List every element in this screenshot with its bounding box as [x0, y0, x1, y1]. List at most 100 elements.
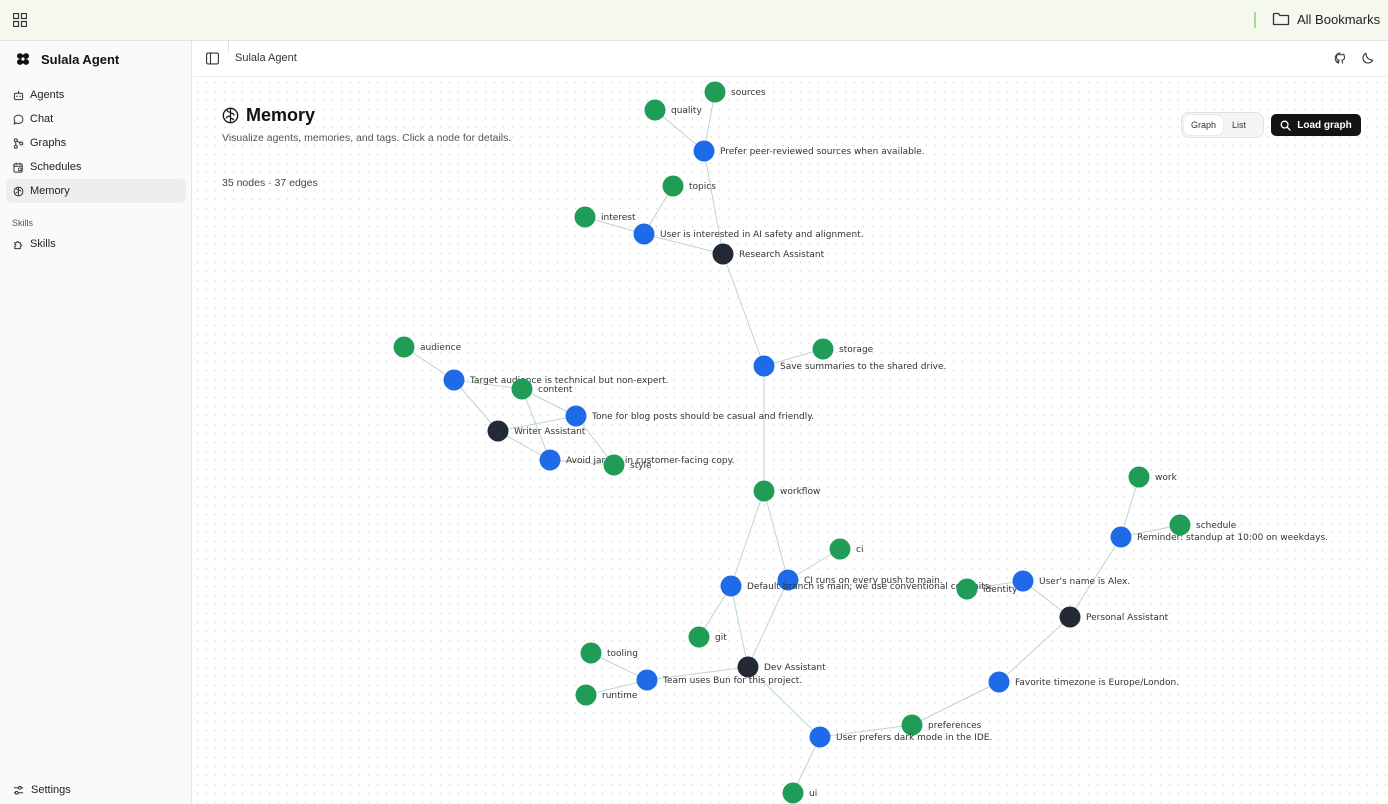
graph-node-tag[interactable]: storage [812, 338, 874, 360]
node-dot[interactable] [1110, 526, 1132, 548]
node-dot[interactable] [688, 626, 710, 648]
graph-node-tag[interactable]: work [1128, 466, 1178, 488]
sidebar-item-schedules[interactable]: Schedules [6, 155, 186, 179]
node-dot[interactable] [662, 175, 684, 197]
node-dot[interactable] [712, 243, 734, 265]
node-dot[interactable] [704, 81, 726, 103]
node-dot[interactable] [1059, 606, 1081, 628]
graph-node-tag[interactable]: style [603, 454, 653, 476]
load-graph-button[interactable]: Load graph [1271, 114, 1361, 136]
graph-node-tag[interactable]: ci [829, 538, 864, 560]
graph-node-agent[interactable]: Personal Assistant [1059, 606, 1169, 628]
page-subtitle: Visualize agents, memories, and tags. Cl… [222, 132, 512, 144]
graph-node-tag[interactable]: workflow [753, 480, 821, 502]
node-label: runtime [602, 691, 638, 701]
node-dot[interactable] [777, 569, 799, 591]
graph-node-agent[interactable]: Research Assistant [712, 243, 825, 265]
graph-node-tag[interactable]: tooling [580, 642, 638, 664]
node-dot[interactable] [956, 578, 978, 600]
graph-node-memory[interactable]: CI runs on every push to main. [777, 569, 943, 591]
sliders-icon [13, 785, 24, 795]
sidebar-item-graphs[interactable]: Graphs [6, 131, 186, 155]
graph-node-memory[interactable]: Reminder: standup at 10:00 on weekdays. [1110, 526, 1329, 548]
node-dot[interactable] [693, 140, 715, 162]
graph-node-memory[interactable]: Favorite timezone is Europe/London. [988, 671, 1180, 693]
node-dot[interactable] [539, 449, 561, 471]
graph-node-tag[interactable]: audience [393, 336, 462, 358]
graph-node-memory[interactable]: User is interested in AI safety and alig… [633, 223, 864, 245]
node-dot[interactable] [737, 656, 759, 678]
brand-name: Sulala Agent [41, 51, 120, 67]
node-dot[interactable] [812, 338, 834, 360]
graph-node-memory[interactable]: Team uses Bun for this project. [636, 669, 803, 691]
tab-list[interactable]: List [1232, 120, 1247, 130]
node-dot[interactable] [636, 669, 658, 691]
node-dot[interactable] [753, 480, 775, 502]
graph-node-tag[interactable]: git [688, 626, 728, 648]
node-label: ci [856, 545, 863, 555]
graph-canvas-background[interactable] [193, 78, 1388, 804]
node-dot[interactable] [720, 575, 742, 597]
graph-node-tag[interactable]: ui [782, 782, 818, 804]
puzzle-icon [14, 240, 22, 249]
node-dot[interactable] [1012, 570, 1034, 592]
graph-node-tag[interactable]: quality [644, 99, 703, 121]
view-toggle: Graph List [1181, 112, 1264, 138]
dark-mode-moon-icon[interactable] [1362, 52, 1375, 65]
node-dot[interactable] [829, 538, 851, 560]
graph-node-agent[interactable]: Dev Assistant [737, 656, 827, 678]
node-dot[interactable] [753, 355, 775, 377]
all-bookmarks-button[interactable]: All Bookmarks [1272, 11, 1380, 27]
node-dot[interactable] [603, 454, 625, 476]
sidebar-item-agents[interactable]: Agents [6, 83, 186, 107]
node-dot[interactable] [574, 206, 596, 228]
sidebar-item-chat[interactable]: Chat [6, 107, 186, 131]
graph-node-memory[interactable]: Save summaries to the shared drive. [753, 355, 947, 377]
graph-node-memory[interactable]: Target audience is technical but non-exp… [443, 369, 669, 391]
graph-node-memory[interactable]: Avoid jargon in customer-facing copy. [539, 449, 735, 471]
page-title: Memory [222, 105, 315, 126]
sidebar-item-settings[interactable]: Settings [13, 784, 71, 796]
graph-node-tag[interactable]: topics [662, 175, 717, 197]
sidebar-item-memory[interactable]: Memory [6, 179, 186, 203]
node-label: workflow [780, 487, 820, 497]
node-dot[interactable] [633, 223, 655, 245]
apps-grid-icon[interactable] [13, 13, 27, 27]
graph-node-memory[interactable]: Default branch is main; we use conventio… [720, 575, 993, 597]
node-dot[interactable] [644, 99, 666, 121]
node-label: User's name is Alex. [1039, 577, 1130, 587]
graph-node-tag[interactable]: content [511, 378, 573, 400]
tab-graph[interactable]: Graph [1184, 115, 1224, 135]
node-dot[interactable] [580, 642, 602, 664]
graph-icon [13, 137, 24, 149]
graph-node-agent[interactable]: Writer Assistant [487, 420, 586, 442]
node-dot[interactable] [443, 369, 465, 391]
graph-node-tag[interactable]: schedule [1169, 514, 1237, 536]
graph-node-tag[interactable]: sources [704, 81, 766, 103]
sidebar-toggle-icon[interactable] [206, 52, 219, 65]
brain-icon [13, 186, 24, 196]
node-dot[interactable] [901, 714, 923, 736]
graph-node-tag[interactable]: preferences [901, 714, 982, 736]
node-dot[interactable] [393, 336, 415, 358]
node-dot[interactable] [988, 671, 1010, 693]
node-dot[interactable] [782, 782, 804, 804]
search-icon [1280, 120, 1291, 131]
node-dot[interactable] [1169, 514, 1191, 536]
node-dot[interactable] [565, 405, 587, 427]
graph-node-memory[interactable]: Prefer peer-reviewed sources when availa… [693, 140, 925, 162]
github-icon[interactable] [1334, 52, 1347, 65]
graph-node-memory[interactable]: User prefers dark mode in the IDE. [809, 726, 993, 748]
graph-node-tag[interactable]: identity [956, 578, 1019, 600]
node-dot[interactable] [487, 420, 509, 442]
node-dot[interactable] [1128, 466, 1150, 488]
node-dot[interactable] [511, 378, 533, 400]
graph-node-memory[interactable]: Tone for blog posts should be casual and… [565, 405, 815, 427]
sidebar-item-skills[interactable]: Skills [6, 232, 186, 256]
graph-node-tag[interactable]: interest [574, 206, 636, 228]
brand[interactable]: Sulala Agent [15, 51, 119, 67]
node-dot[interactable] [575, 684, 597, 706]
graph-node-tag[interactable]: runtime [575, 684, 638, 706]
graph-node-memory[interactable]: User's name is Alex. [1012, 570, 1131, 592]
node-dot[interactable] [809, 726, 831, 748]
